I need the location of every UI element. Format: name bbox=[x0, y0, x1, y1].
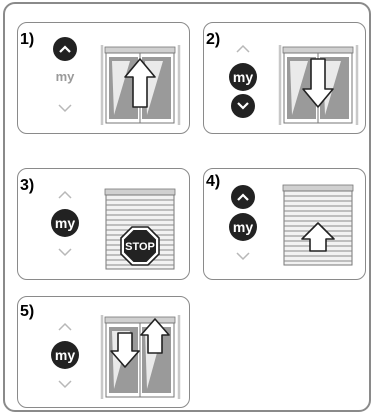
window-shutter-open bbox=[278, 41, 360, 126]
window-shutter-open bbox=[100, 41, 182, 126]
step-number: 2) bbox=[206, 31, 220, 49]
my-button-pressed[interactable]: my bbox=[229, 213, 257, 241]
up-button-pressed[interactable] bbox=[231, 185, 255, 209]
chevron-down-icon bbox=[50, 101, 80, 117]
chevron-down-icon bbox=[237, 102, 249, 110]
stop-label: STOP bbox=[125, 241, 155, 253]
my-button-pressed[interactable]: my bbox=[51, 341, 79, 369]
step-1-panel: 1) my bbox=[17, 22, 190, 134]
chevron-up-icon bbox=[237, 193, 249, 201]
step-number: 3) bbox=[20, 177, 34, 195]
my-button[interactable]: my bbox=[50, 69, 80, 84]
up-button-pressed[interactable] bbox=[53, 37, 77, 61]
step-5-panel: 5) my bbox=[17, 296, 190, 408]
chevron-down-icon bbox=[50, 377, 80, 393]
step-2-panel: 2) my bbox=[203, 22, 366, 134]
my-button-pressed[interactable]: my bbox=[229, 63, 257, 91]
step-number: 1) bbox=[20, 31, 34, 49]
stop-sign-icon: STOP bbox=[121, 227, 159, 265]
chevron-down-icon bbox=[50, 245, 80, 261]
chevron-up-icon bbox=[50, 319, 80, 335]
down-button-pressed[interactable] bbox=[231, 94, 255, 118]
chevron-down-icon bbox=[228, 249, 258, 265]
window-shutter-closed bbox=[278, 181, 360, 269]
window-shutter-open bbox=[100, 311, 182, 401]
step-number: 4) bbox=[206, 173, 220, 191]
step-4-panel: 4) my bbox=[203, 168, 366, 280]
my-button-pressed[interactable]: my bbox=[51, 209, 79, 237]
chevron-up-icon bbox=[59, 45, 71, 53]
window-shutter-closed: STOP bbox=[100, 185, 182, 273]
chevron-up-icon bbox=[228, 41, 258, 57]
chevron-up-icon bbox=[50, 187, 80, 203]
step-3-panel: 3) my STOP bbox=[17, 168, 190, 280]
step-number: 5) bbox=[20, 303, 34, 321]
